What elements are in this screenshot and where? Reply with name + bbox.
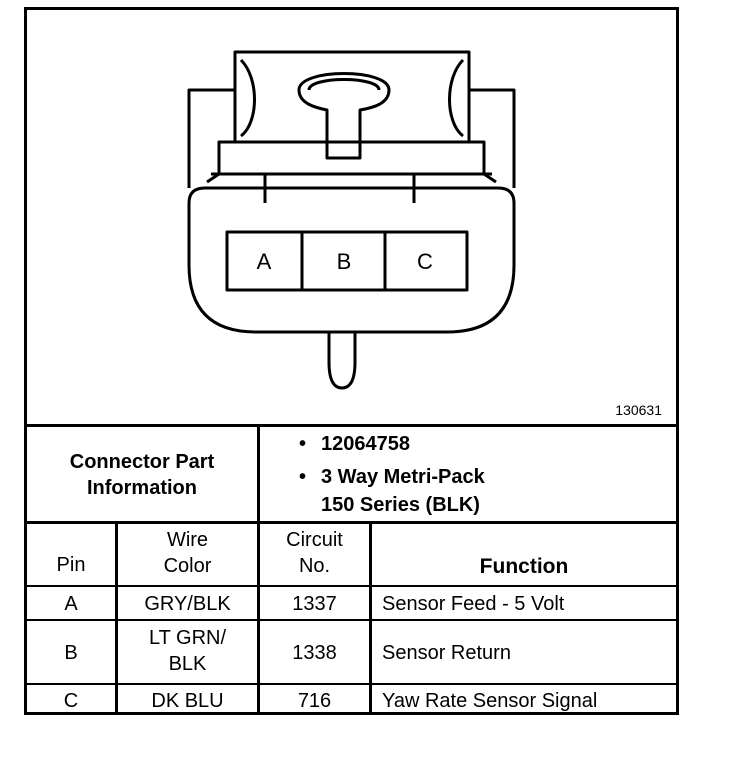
diagram-divider: [27, 424, 676, 427]
row-a-function: Sensor Feed - 5 Volt: [382, 593, 565, 615]
info-bottom-divider: [27, 521, 676, 524]
connector-description-line1: 3 Way Metri-Pack: [321, 466, 485, 488]
connector-info-label: Connector Part Information: [27, 427, 257, 522]
connector-description-line2: 150 Series (BLK): [321, 494, 480, 516]
row-divider-1: [27, 619, 676, 621]
row-divider-2: [27, 683, 676, 685]
part-number: 12064758: [321, 433, 410, 455]
row-b-circuit: 1338: [292, 642, 337, 664]
connector-sheet: A B C 130631 Connector Part Information …: [24, 7, 679, 715]
info-divider: [257, 424, 260, 522]
connector-info-label-line1: Connector Part: [69, 450, 215, 473]
connector-diagram: A B C: [187, 50, 516, 390]
pin-label-c: C: [417, 249, 433, 274]
header-wire-color: Wire Color: [163, 529, 212, 577]
connector-info-label-line2: Information: [87, 476, 197, 499]
figure-number: 130631: [615, 402, 662, 418]
row-a-circuit: 1337: [292, 593, 337, 615]
row-c-pin: C: [63, 690, 79, 712]
header-pin: Pin: [56, 554, 86, 576]
pin-label-a: A: [257, 249, 272, 274]
row-a-pin: A: [64, 593, 78, 615]
header-divider: [27, 585, 676, 587]
connector-info-values: • 12064758 • 3 Way Metri-Pack 150 Series (…: [299, 430, 485, 519]
header-circuit-no: Circuit No.: [286, 529, 343, 577]
row-c-function: Yaw Rate Sensor Signal: [382, 690, 598, 712]
row-a-wire-color: GRY/BLK: [144, 593, 231, 615]
bullet-icon: •: [299, 466, 307, 488]
row-c-wire-color: DK BLU: [151, 690, 224, 712]
row-b-function: Sensor Return: [382, 642, 511, 664]
row-b-pin: B: [64, 642, 78, 664]
bullet-icon: •: [299, 433, 307, 455]
row-b-wire-color: LT GRN/ BLK: [148, 627, 227, 675]
pin-label-b: B: [337, 249, 352, 274]
header-function: Function: [479, 555, 569, 578]
row-c-circuit: 716: [297, 690, 332, 712]
